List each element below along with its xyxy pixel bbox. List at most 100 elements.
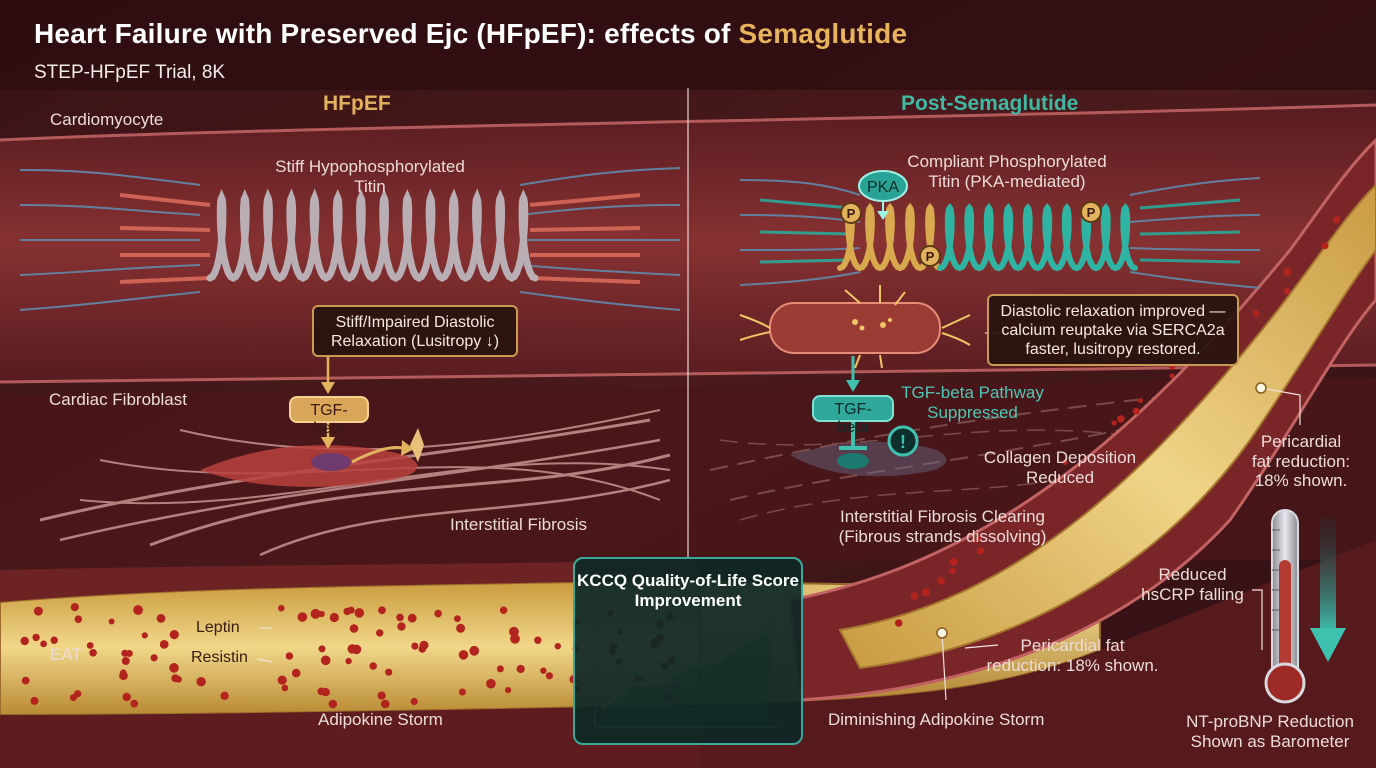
adipokine-dot: [976, 547, 985, 555]
adipokine-dot: [220, 691, 229, 700]
adipokine-dot: [171, 674, 180, 683]
adipokine-dot: [1062, 459, 1068, 466]
warning-icon: !: [887, 425, 919, 457]
adipokine-dot: [376, 629, 384, 637]
kccq-panel: KCCQ Quality-of-Life Score Improvement: [573, 557, 803, 745]
ntprobnp-label: NT-proBNP Reduction Shown as Barometer: [1180, 712, 1360, 751]
adipokine-dot: [1137, 398, 1143, 404]
adipokine-dot: [454, 615, 461, 622]
adipokine-dot: [120, 669, 127, 676]
warning-icon-text: !: [900, 432, 906, 452]
adipokine-dot: [496, 665, 504, 673]
adipokine-dot: [74, 690, 82, 698]
phospho-badge-2: P: [919, 245, 941, 267]
adipokine-dot: [976, 535, 982, 542]
adipokine-dot: [310, 608, 321, 619]
adipokine-dot: [1117, 415, 1125, 423]
adipokine-dot: [297, 612, 308, 622]
adipokine-dot: [505, 687, 512, 694]
adipokine-dot: [458, 688, 466, 696]
fat-marker-1: [936, 627, 948, 639]
adipokine-dot: [328, 699, 338, 709]
adipokine-dot: [418, 645, 427, 653]
pericardial-line2: fat reduction:: [1251, 451, 1351, 471]
adipokine-dot: [554, 643, 561, 650]
right-titin-coil-teal: [937, 202, 1138, 272]
adipokine-dot: [320, 655, 331, 666]
adipokine-dot: [30, 696, 39, 705]
collagen-label: Collagen Deposition Reduced: [970, 448, 1150, 487]
calcium-flow-arrows: [739, 285, 971, 369]
adipokine-dot: [407, 613, 417, 623]
left-sarcomere-filaments: [19, 167, 681, 311]
hscrp-line2: hsCRP falling: [1141, 584, 1244, 604]
tgf-suppression-pathway: [837, 356, 869, 469]
right-relaxation-line2: calcium reuptake via SERCA2a: [1001, 322, 1225, 340]
phospho-badge-1-text: P: [847, 206, 856, 221]
adipokine-dot: [1111, 420, 1117, 426]
calcium-ions: [852, 318, 892, 331]
eat-label: EAT: [50, 645, 82, 664]
cardiomyocyte-membrane: [0, 103, 1376, 142]
ntprobnp-line2: Shown as Barometer: [1190, 731, 1350, 751]
right-lower-muscle: [700, 540, 1376, 768]
adipokine-dot: [1169, 373, 1175, 379]
fibroblast-label: Cardiac Fibroblast: [49, 390, 187, 409]
diagonal-fat-band: [838, 183, 1376, 670]
adipokine-dot: [1333, 216, 1341, 224]
adipokine-dot: [141, 632, 148, 639]
adipokine-dot: [285, 652, 294, 660]
left-lower-muscle: [0, 705, 700, 768]
pka-text: PKA: [867, 179, 899, 196]
adipokine-dot: [534, 636, 542, 644]
phospho-badge-3-text: P: [1087, 205, 1096, 220]
adipokine-dot: [33, 606, 43, 616]
right-titin-label-line1: Compliant Phosphorylated: [907, 152, 1107, 171]
left-fibroblast-arrow: [351, 446, 403, 464]
adipokine-dot: [156, 614, 166, 623]
right-sarcomere-filaments: [739, 177, 1261, 289]
adipokine-dot: [169, 630, 179, 640]
adipokine-dot: [50, 636, 58, 644]
adipokine-dot: [949, 557, 958, 566]
adipokine-dot: [377, 691, 386, 700]
adipokine-dot: [1253, 311, 1260, 318]
adipokine-dot: [396, 613, 404, 622]
adipokine-dot: [351, 644, 362, 655]
adipokine-dot: [89, 649, 97, 657]
adipokine-dot: [516, 664, 525, 674]
adipokine-dot: [397, 622, 406, 631]
adipokine-dot: [499, 606, 508, 614]
adipokine-dot: [456, 623, 466, 633]
left-fibroblast-arrowhead: [401, 440, 414, 456]
kccq-title: KCCQ Quality-of-Life Score Improvement: [577, 571, 799, 611]
adipokine-dot: [159, 640, 169, 649]
left-titin-label-line1: Stiff Hypophosphorylated: [275, 157, 465, 176]
tgf-suppressed-line2: Suppressed: [927, 402, 1018, 422]
adipokine-dot: [938, 578, 945, 585]
adipokine-dot: [922, 588, 930, 597]
adipokine-dot: [458, 650, 469, 660]
adipokine-dot: [108, 618, 115, 625]
fat-reduction-line2: reduction: 18% shown.: [986, 655, 1159, 675]
right-adipokine-label: Diminishing Adipokine Storm: [828, 710, 1045, 729]
adipokine-dot: [434, 609, 442, 618]
left-titin-label-line2: Titin: [354, 176, 386, 196]
adipokine-dot: [540, 667, 547, 674]
collagen-line1: Collagen Deposition: [983, 448, 1137, 467]
right-fibrosis-line2: (Fibrous strands dissolving): [838, 526, 1047, 546]
down-arrow-icon: [1310, 518, 1346, 662]
left-panel-header: HFpEF: [323, 92, 391, 115]
left-relaxation-line2: Relaxation (Lusitropy ↓): [330, 333, 500, 351]
adipokine-dots-right: [894, 216, 1341, 627]
adipokine-dot: [70, 603, 79, 612]
adipokine-dot: [196, 677, 206, 687]
left-titin-coil: [206, 188, 539, 283]
adipokine-dot: [949, 567, 957, 575]
adipokine-dot: [74, 615, 83, 623]
adipokine-dot: [349, 624, 359, 633]
right-relaxation-line3: faster, lusitropy restored.: [1025, 341, 1201, 359]
collagen-line2: Reduced: [1025, 467, 1095, 487]
adipokine-dot: [545, 672, 554, 680]
right-fibrosis-line1: Interstitial Fibrosis Clearing: [839, 507, 1045, 526]
